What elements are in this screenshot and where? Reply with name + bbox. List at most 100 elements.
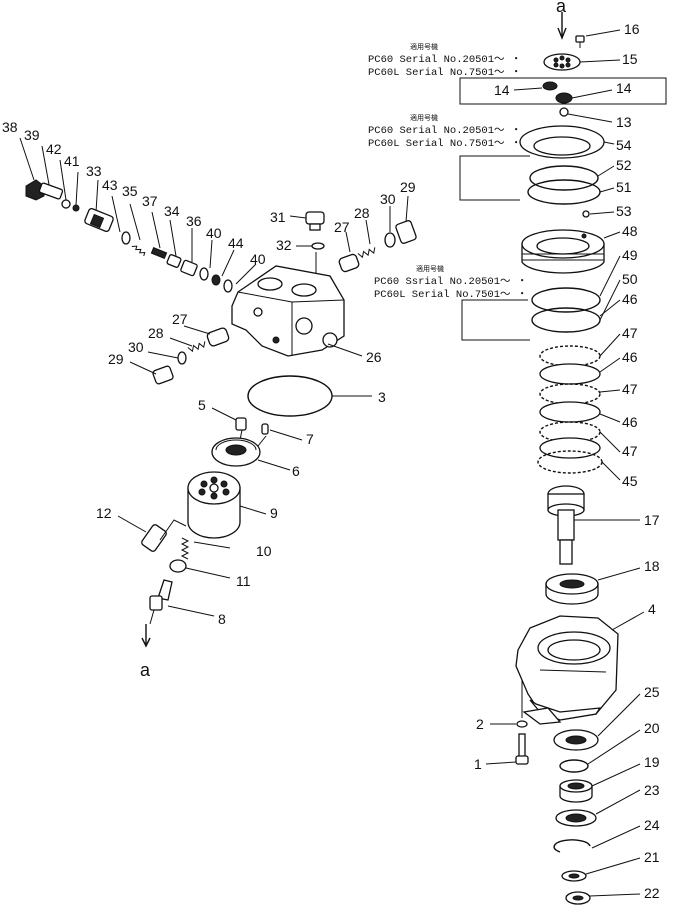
- note-bracket-49: [461, 299, 530, 341]
- note-box-14: [459, 77, 667, 105]
- callout-17: 17: [644, 512, 660, 528]
- lock-washer-21: [561, 857, 641, 882]
- callout-49: 49: [622, 247, 638, 263]
- callout-12: 12: [96, 505, 112, 521]
- callout-45: 45: [622, 473, 638, 489]
- callout-4: 4: [648, 601, 656, 617]
- note-1-line1: PC60 Serial No.20501～ ・: [368, 54, 521, 66]
- callout-9: 9: [270, 505, 278, 521]
- callout-22: 22: [644, 885, 660, 901]
- callout-27a: 27: [334, 219, 350, 235]
- left-callout-numbers: 38 39 42 41 33 43 35 37 34 36 40 44 40 3…: [2, 119, 416, 627]
- callout-41: 41: [64, 153, 80, 169]
- callout-3: 3: [378, 389, 386, 405]
- rings-52-51: [527, 165, 615, 205]
- callout-21: 21: [644, 849, 660, 865]
- callout-18: 18: [644, 558, 660, 574]
- callout-48: 48: [622, 223, 638, 239]
- callout-25: 25: [644, 684, 660, 700]
- leader-lines-left-top: [19, 137, 257, 285]
- shaft-17: [547, 485, 640, 565]
- marker-a-bottom: a: [140, 660, 151, 680]
- callout-30a: 30: [380, 191, 396, 207]
- screw-16: [575, 29, 621, 48]
- pins-5-7: [211, 407, 303, 447]
- callout-36: 36: [186, 213, 202, 229]
- callout-38: 38: [2, 119, 18, 135]
- callout-24: 24: [644, 817, 660, 833]
- callout-14b: 14: [616, 80, 632, 96]
- callout-46b: 46: [622, 349, 638, 365]
- callout-11: 11: [236, 573, 251, 589]
- valve-housing-assembly: [19, 137, 417, 648]
- marker-arrow-top: [557, 12, 567, 40]
- cylinder-block-9: [187, 471, 267, 539]
- callout-35: 35: [122, 183, 138, 199]
- callout-40a: 40: [206, 225, 222, 241]
- callout-28a: 28: [354, 205, 370, 221]
- nut-22: [565, 891, 641, 905]
- callout-33: 33: [86, 163, 102, 179]
- callout-47c: 47: [622, 443, 638, 459]
- callout-13: 13: [616, 114, 632, 130]
- callout-52: 52: [616, 157, 632, 173]
- note-bracket-52: [459, 155, 530, 201]
- callout-42: 42: [46, 141, 62, 157]
- callout-50: 50: [622, 271, 638, 287]
- note-3-line1: PC60 Ssrial No.20501～ ・: [374, 276, 527, 288]
- housing-4: [515, 611, 645, 725]
- callout-44: 44: [228, 235, 244, 251]
- callout-27b: 27: [172, 311, 188, 327]
- callout-53: 53: [616, 203, 632, 219]
- callout-16: 16: [624, 21, 640, 37]
- plate-15: [543, 53, 621, 71]
- callout-5: 5: [198, 397, 206, 413]
- note-1-line2: PC60L Serial No.7501～ ・: [368, 67, 521, 79]
- callout-46a: 46: [622, 291, 638, 307]
- bearing-25: [553, 693, 641, 751]
- callout-20: 20: [644, 720, 660, 736]
- o-ring-3: [247, 375, 333, 417]
- callout-29a: 29: [400, 179, 416, 195]
- callout-7: 7: [306, 431, 314, 447]
- snap-ring-20: [559, 759, 589, 773]
- callout-47b: 47: [622, 381, 638, 397]
- note-2-line2: PC60L Serial No.7501～ ・: [368, 138, 521, 150]
- plug-31: [289, 211, 325, 274]
- right-callout-numbers: 16 15 14 14 13 54 52 51 53 48 49 50 46 4…: [474, 21, 660, 901]
- serial-notes: 適用号機 PC60 Serial No.20501～ ・ PC60L Seria…: [368, 42, 527, 301]
- callout-54: 54: [616, 137, 632, 153]
- callout-46c: 46: [622, 414, 638, 430]
- callout-10: 10: [256, 543, 272, 559]
- callout-29b: 29: [108, 351, 124, 367]
- marker-a-top: a: [556, 0, 567, 16]
- note-3-jp: 適用号機: [416, 264, 444, 273]
- callout-23: 23: [644, 782, 660, 798]
- note-3-line2: PC60L Serial No.7501～ ・: [374, 289, 527, 301]
- snap-ring-24: [553, 839, 591, 853]
- callout-31: 31: [270, 209, 286, 225]
- callout-1: 1: [474, 756, 482, 772]
- pin-53: [582, 210, 590, 218]
- bearing-23: [555, 789, 641, 827]
- valve-housing-26: [231, 265, 363, 357]
- callout-15: 15: [622, 51, 638, 67]
- callout-32: 32: [276, 237, 292, 253]
- ball-13: [559, 107, 569, 117]
- callout-30b: 30: [128, 339, 144, 355]
- relief-parts-upper: [338, 195, 417, 273]
- bushing-14: [513, 81, 613, 104]
- bolt-1-washer-2: [485, 680, 529, 765]
- friction-plates: [537, 299, 621, 481]
- note-2-line1: PC60 Serial No.20501～ ・: [368, 125, 521, 137]
- valve-small-parts: [25, 179, 233, 293]
- valve-plate-6: [211, 437, 291, 471]
- note-1-jp: 適用号機: [410, 42, 438, 51]
- callout-8: 8: [218, 611, 226, 627]
- callout-47a: 47: [622, 325, 638, 341]
- callout-26: 26: [366, 349, 382, 365]
- ring-54: [519, 125, 615, 159]
- callout-14a: 14: [494, 82, 510, 98]
- collar-19: [559, 763, 641, 803]
